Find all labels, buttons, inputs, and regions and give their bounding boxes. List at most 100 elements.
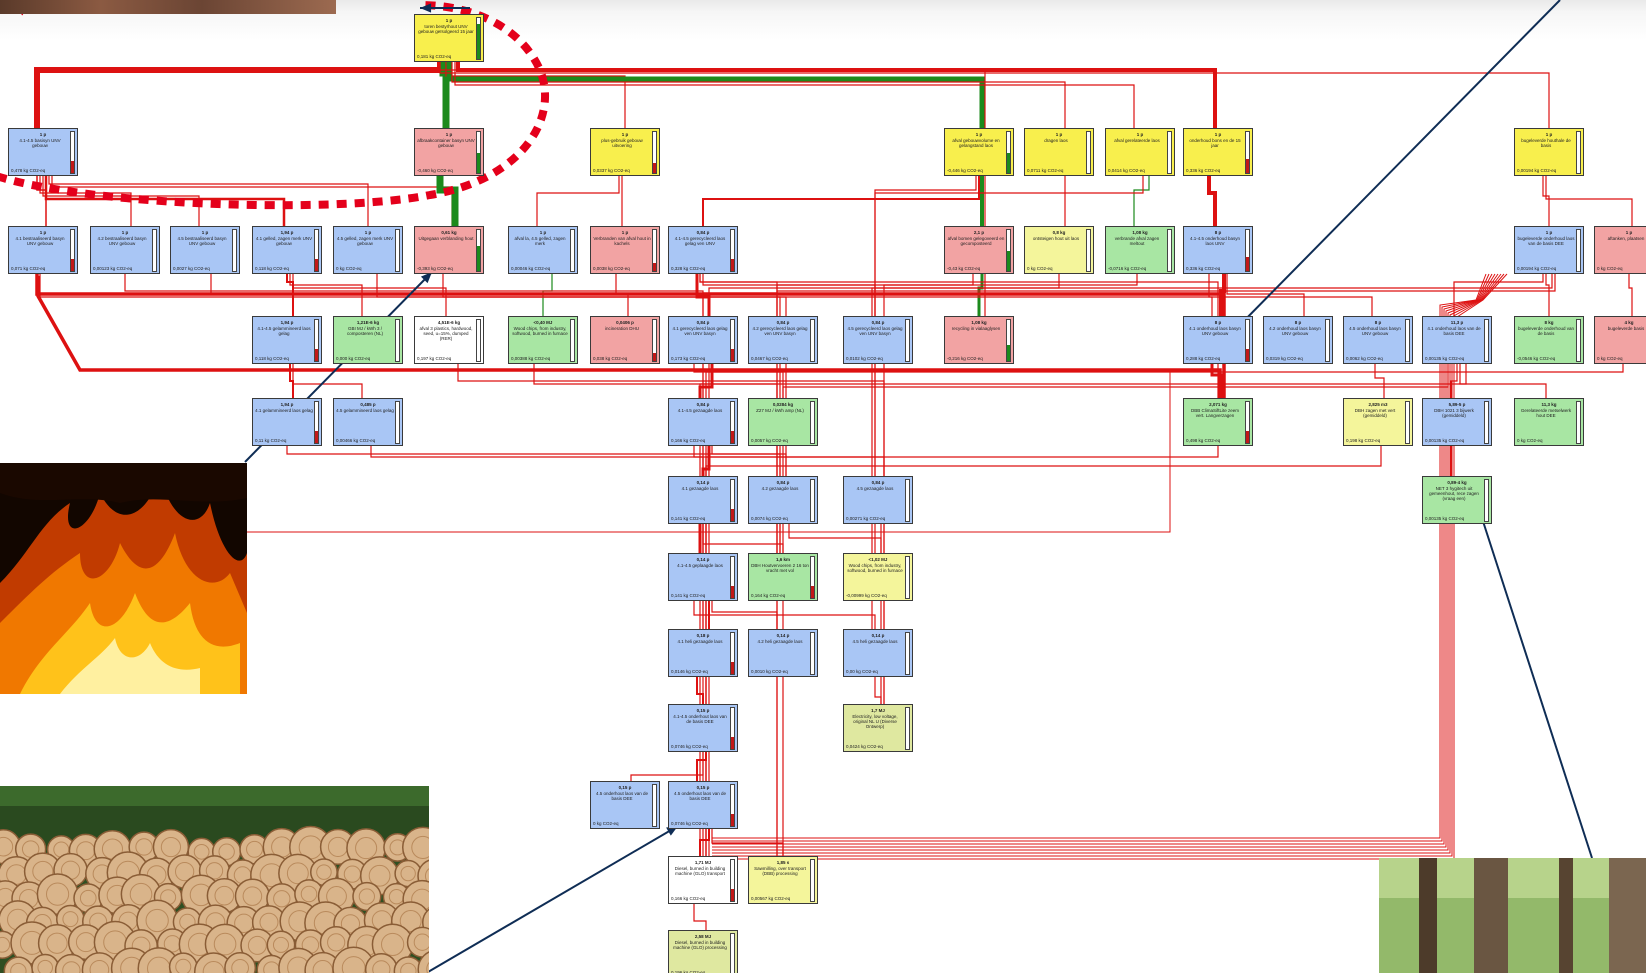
log-ring <box>399 910 422 932</box>
node-co2: 0,118 kg CO2-eq <box>255 266 289 271</box>
node-amount: 0,84 p <box>871 480 885 485</box>
node-amount: 0,84 p <box>696 402 710 407</box>
node-impact-bar <box>730 479 735 522</box>
flow-link <box>693 446 885 476</box>
node-label: Diesel, burned in building machine (GLO)… <box>673 940 727 950</box>
impact-bar-fill <box>1246 348 1249 361</box>
log-end <box>224 951 257 973</box>
node-impact-bar <box>1325 319 1330 362</box>
node-amount: 1,94 p <box>280 402 294 407</box>
log-ring <box>10 962 27 973</box>
node-amount: 0,485 p <box>360 402 376 407</box>
node-amount: 0,18 p <box>696 633 710 638</box>
node-co2: 0,11 kg CO2-eq <box>255 438 287 443</box>
impact-bar-fill <box>71 160 74 173</box>
node-label: GBI MJ / kWh 3 / composteren (NL) <box>346 326 383 336</box>
node-amount: 2,071 kg <box>1209 402 1227 407</box>
flow-link <box>1374 364 1385 398</box>
node-co2: 0,336 kg CO2-eq <box>1186 266 1221 271</box>
return-line-bundle <box>712 273 1490 842</box>
flow-link-main-return <box>36 276 1222 398</box>
node-amount: 0,84 p <box>776 480 790 485</box>
node-co2: 0,038 kg CO2-eq <box>593 356 628 361</box>
node-co2: 0,198 kg CO2-eq <box>1346 438 1381 443</box>
log-ring <box>218 843 235 860</box>
node-amount: 0,84 p <box>696 320 710 325</box>
impact-bar-fill <box>731 661 734 674</box>
impact-bar-fill <box>1007 344 1010 361</box>
node-impact-bar <box>1167 131 1172 174</box>
node-amount: 4 kg <box>1624 320 1634 325</box>
node-co2: 0,0746 kg CO2-eq <box>671 821 708 826</box>
log-ring <box>214 885 235 906</box>
log-ring <box>242 886 263 906</box>
log-ring <box>424 868 429 884</box>
node-label: plus-gebruik gebouw uitvoering <box>601 138 643 148</box>
